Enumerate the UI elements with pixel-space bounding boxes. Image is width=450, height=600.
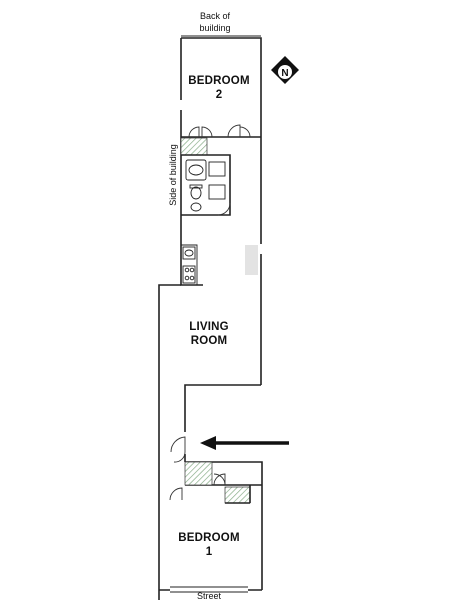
living-left-wall: [158, 284, 181, 600]
toilet-icon: [190, 186, 202, 200]
door-swing: [213, 473, 226, 486]
door-swing: [188, 126, 200, 138]
bedroom-1-label: BEDROOM: [178, 532, 239, 544]
bedroom-1-closets: [169, 461, 262, 504]
door-swing: [201, 126, 213, 138]
bedroom-2-label: BEDROOM: [188, 75, 249, 87]
north-compass-icon: N: [271, 56, 299, 84]
bedroom-1-number: 1: [206, 546, 213, 558]
door-swing: [227, 124, 241, 138]
entry-door-swing: [173, 451, 186, 463]
street-label: Street: [197, 591, 222, 600]
bedroom-2-closets: [180, 124, 261, 156]
stove-icon: [182, 265, 196, 284]
bathtub-icon: [185, 159, 207, 181]
kitchen: [181, 244, 258, 285]
door-swing: [217, 202, 231, 216]
entry-door-swing: [170, 436, 186, 453]
living-room-label-line1: LIVING: [189, 321, 229, 333]
living-room-label-line2: ROOM: [191, 335, 228, 347]
stair-shade: [245, 245, 258, 275]
closet-hatch: [180, 137, 208, 156]
living-bottom-wall: [184, 384, 261, 432]
closet-hatch: [224, 486, 251, 504]
back-of-building-label-line2: building: [199, 23, 230, 33]
bathroom: [181, 154, 231, 216]
bedroom-2-number: 2: [216, 89, 223, 101]
entrance-arrow-icon: [200, 436, 289, 450]
door-swing: [239, 126, 251, 138]
closet-hatch: [184, 461, 213, 486]
apartment-outline: [158, 35, 263, 600]
north-label: N: [281, 68, 288, 79]
back-of-building-label-line1: Back of: [200, 11, 231, 21]
sink-icon: [190, 202, 202, 212]
bath-fixture: [208, 161, 226, 177]
entry: [170, 436, 186, 463]
side-of-building-label: Side of building: [168, 144, 178, 206]
door-swing: [213, 473, 226, 486]
door-swing: [169, 487, 183, 501]
bedroom-2-wall: [181, 37, 262, 138]
kitchen-sink-icon: [182, 246, 196, 260]
